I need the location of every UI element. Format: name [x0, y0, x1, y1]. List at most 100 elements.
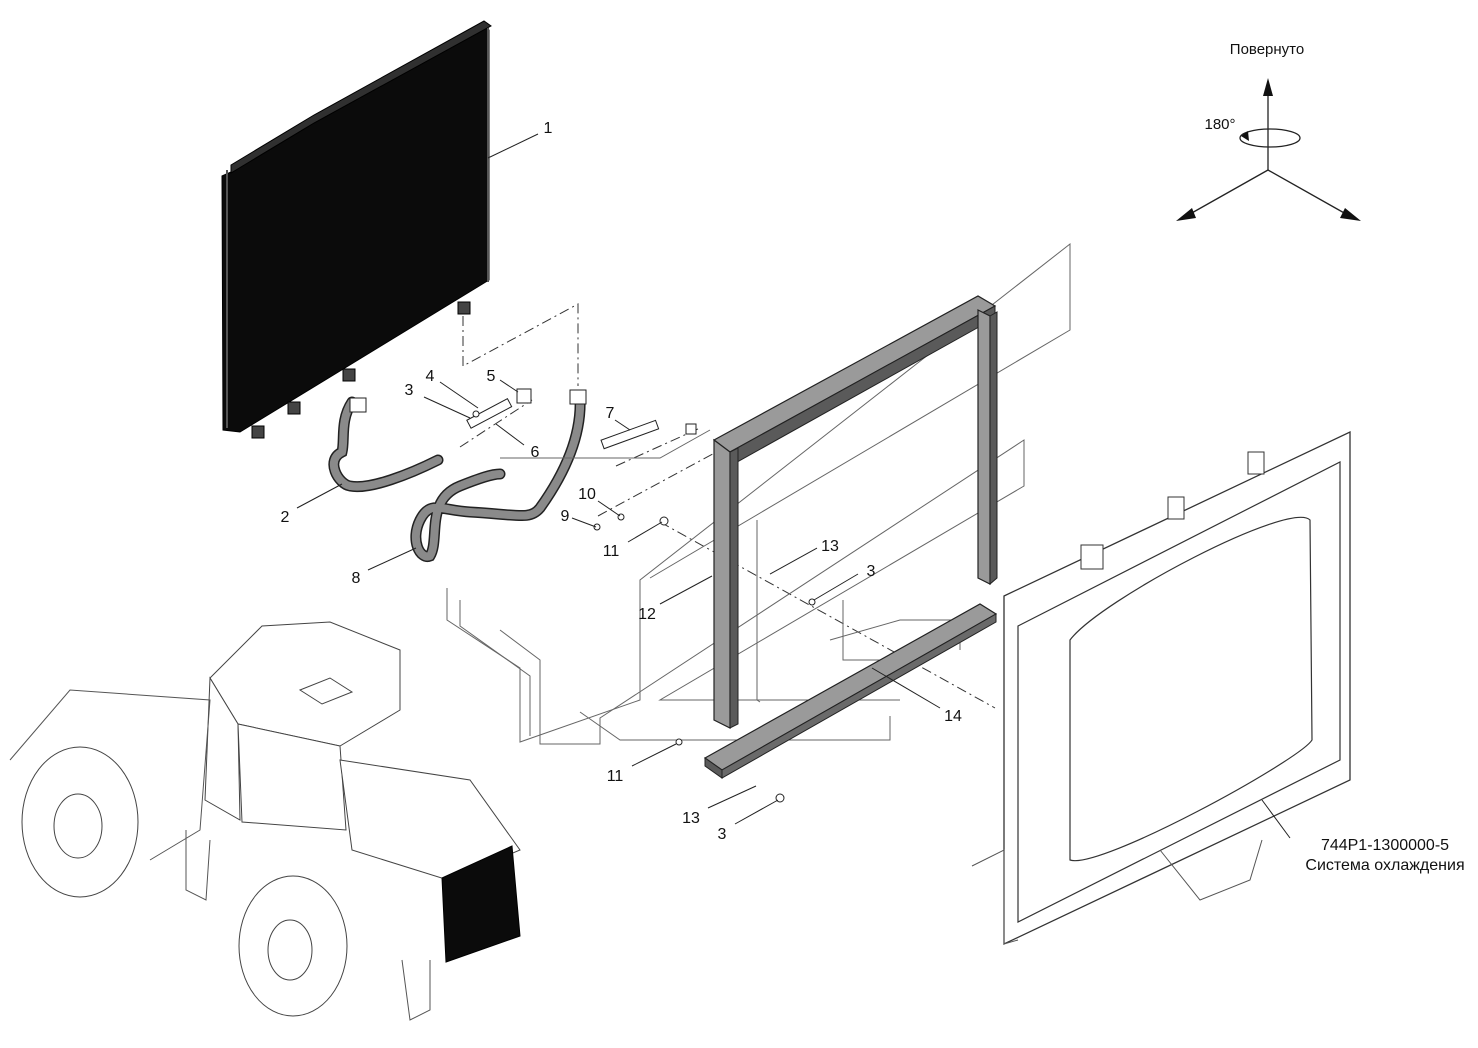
- leader-reference: [1261, 799, 1291, 839]
- arrow-left-icon: [1176, 208, 1196, 221]
- rotation-arrowhead-icon: [1241, 131, 1249, 141]
- cooling-frame-opening: [1069, 516, 1313, 862]
- leader-9: [571, 517, 597, 528]
- frame-right-post: [977, 309, 991, 585]
- reference-name: Система охлаждения: [1305, 857, 1464, 874]
- phantom-outline-f: [756, 520, 761, 703]
- callout-9: 9: [561, 508, 570, 525]
- leader-11b: [631, 743, 677, 767]
- leader-3c: [734, 799, 779, 825]
- axis-line-e: [615, 427, 701, 467]
- leader-11a: [627, 521, 663, 543]
- reference-code: 744Р1-1300000-5: [1321, 837, 1449, 854]
- callout-3c: 3: [718, 826, 727, 843]
- part-11-nut-upper: [659, 516, 669, 526]
- callout-11a: 11: [603, 543, 620, 560]
- tractor-front-steps: [401, 959, 431, 1021]
- leader-4: [439, 381, 479, 409]
- leader-1: [487, 133, 539, 159]
- phantom-outline-c: [499, 439, 1025, 745]
- leader-lines: [296, 133, 1291, 839]
- callout-7: 7: [606, 405, 615, 422]
- tractor-cab-side: [204, 676, 241, 821]
- radiator-fitting-c: [342, 368, 356, 382]
- tractor-front-hub: [267, 919, 313, 981]
- leader-14: [871, 667, 941, 709]
- hose-8-body: [411, 394, 585, 561]
- part-9-bolt: [593, 523, 601, 531]
- leader-8: [367, 547, 417, 571]
- callout-10: 10: [578, 486, 596, 503]
- tractor-rear-fender: [9, 689, 211, 861]
- tractor-rear-hub: [53, 793, 103, 859]
- callout-14: 14: [944, 708, 962, 725]
- hose-2-end-fitting: [349, 397, 367, 413]
- part-3-bolt-mid: [808, 598, 816, 606]
- callout-6: 6: [531, 444, 540, 461]
- frame-right-post-side: [989, 311, 998, 586]
- leader-13b: [707, 785, 757, 809]
- leader-10: [597, 500, 621, 517]
- callout-2: 2: [281, 509, 290, 526]
- cross-member-side: [721, 613, 997, 779]
- radiator-fitting-a: [251, 425, 265, 439]
- axis-line-c: [597, 449, 721, 517]
- radiator-fitting-d: [457, 301, 471, 315]
- reference-caption: 744Р1-1300000-5 Система охлаждения: [1305, 837, 1464, 874]
- part-11-nut-lower: [675, 738, 683, 746]
- hose-2-body: [329, 398, 442, 491]
- axis-left: [1189, 169, 1269, 215]
- leader-5: [499, 379, 519, 393]
- callout-3b: 3: [867, 563, 876, 580]
- cooling-frame-outlet-pipe: [1159, 839, 1263, 901]
- phantom-outline-b: [459, 600, 531, 736]
- tractor-front-radiator: [441, 845, 521, 963]
- rotation-arrow-icon: [1239, 128, 1301, 148]
- callout-4: 4: [426, 368, 435, 385]
- arrow-up-icon: [1263, 78, 1273, 96]
- orientation-symbol: Повернуто 180°: [1176, 41, 1361, 221]
- cooling-frame-inner: [1017, 461, 1341, 923]
- part-2-hose: [328, 396, 444, 493]
- callout-11b: 11: [607, 768, 624, 785]
- phantom-outline-a: [446, 242, 1071, 743]
- rotation-angle: 180°: [1204, 116, 1235, 133]
- rotation-caption: Повернуто: [1230, 41, 1304, 58]
- leader-3b: [813, 573, 859, 601]
- frame-left-post: [713, 438, 731, 729]
- hose-8-end-fitting: [569, 389, 587, 405]
- callout-5: 5: [487, 368, 496, 385]
- cooling-frame-foot: [971, 849, 1019, 945]
- axis-right: [1267, 169, 1347, 215]
- part-12-frame: [712, 295, 998, 729]
- cooling-frame-neck-a: [1080, 544, 1104, 570]
- cooling-system-frame: [971, 430, 1351, 946]
- leader-6: [495, 423, 525, 446]
- frame-left-post-side: [729, 447, 739, 729]
- leader-2: [296, 483, 343, 509]
- cooling-frame-outer: [1003, 430, 1351, 946]
- tractor-steps: [185, 830, 211, 901]
- callout-labels: 1 2 3 4 5 6 7 8 9 10 11 12 13 3 14 11 13…: [281, 120, 962, 843]
- part-5-flange: [516, 388, 532, 404]
- axis-line-a: [462, 303, 579, 386]
- part-4-washer: [472, 410, 480, 418]
- part-7-fitting: [685, 423, 697, 435]
- callout-8: 8: [352, 570, 361, 587]
- callout-13b: 13: [682, 810, 700, 827]
- tractor-roof-hatch: [298, 677, 354, 705]
- leader-7: [614, 419, 631, 431]
- radiator-fitting-b: [287, 401, 301, 415]
- callout-1: 1: [544, 120, 553, 137]
- cooling-frame-neck-b: [1167, 496, 1185, 520]
- part-6-pipe: [466, 397, 513, 429]
- tractor-cab-front: [237, 723, 347, 831]
- leader-3a: [423, 396, 471, 419]
- part-8-hose: [410, 389, 587, 562]
- tractor-view: [9, 621, 521, 1021]
- callout-13a: 13: [821, 538, 839, 555]
- small-fittings: [466, 388, 697, 531]
- part-1-radiator: [221, 20, 492, 439]
- radiator-top-tank: [230, 20, 492, 174]
